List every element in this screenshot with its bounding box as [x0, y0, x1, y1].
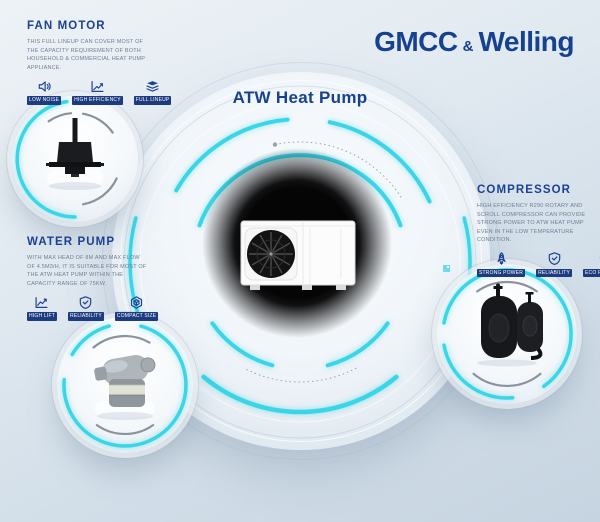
fan-motor-description: THIS FULL LINEUP CAN COVER MOST OF THE C… [27, 39, 146, 71]
water-pump-description: WITH MAX HEAD OF 8M AND MAX FLOW OF 4.5M… [27, 255, 147, 287]
brand-logo: GMCC&Welling [374, 26, 574, 58]
compact-cube-icon [130, 295, 144, 309]
shield-check-icon [547, 252, 561, 266]
shield-check-icon [79, 295, 93, 309]
feature-badge: STRONG POWER [477, 268, 526, 278]
speaker-icon [37, 79, 51, 93]
feature-badge: HIGH LIFT [27, 312, 57, 321]
feature-badge: COMPACT SIZE [114, 312, 159, 321]
brand-ampersand: & [462, 38, 474, 55]
compressor-section: COMPRESSOR HIGH EFFICIENCY R290 ROTARY A… [477, 184, 600, 278]
feature-full-lineup: FULL LINEUP [133, 79, 172, 105]
water-pump-section: WATER PUMP WITH MAX HEAD OF 8M AND MAX F… [27, 236, 159, 321]
feature-badge: ECO FRIENDLY [583, 268, 600, 278]
brand-gmcc: GMCC [374, 26, 458, 57]
hero-title: ATW Heat Pump [232, 88, 368, 107]
growth-chart-icon [35, 295, 49, 309]
feature-reliability: RELIABILITY [67, 295, 104, 321]
compressor-pod [437, 264, 577, 404]
feature-strong-power: STRONG POWER [477, 252, 526, 278]
water-pump-image [83, 343, 167, 428]
compressor-description: HIGH EFFICIENCY R290 ROTARY AND SCROLL C… [477, 203, 586, 244]
recycle-icon: ♻ [598, 252, 600, 266]
water-pump-pod [57, 317, 193, 453]
feature-badge: RELIABILITY [536, 268, 573, 278]
rocket-icon [494, 252, 508, 266]
brand-welling: Welling [478, 26, 574, 57]
feature-low-noise: LOW NOISE [27, 79, 62, 105]
feature-badge: FULL LINEUP [133, 96, 172, 105]
efficiency-curve-icon [90, 79, 104, 93]
compressor-title: COMPRESSOR [477, 184, 572, 196]
fan-motor-features: LOW NOISE HIGH EFFICIENCY FULL LINEUP [27, 79, 172, 105]
fan-motor-pod [12, 96, 138, 222]
feature-eco-friendly: ♻ ECO FRIENDLY [583, 252, 600, 278]
feature-compact-size: COMPACT SIZE [114, 295, 159, 321]
feature-badge: LOW NOISE [27, 96, 62, 105]
heat-pump-image [240, 218, 356, 299]
fan-motor-image [35, 110, 115, 205]
fan-motor-section: FAN MOTOR THIS FULL LINEUP CAN COVER MOS… [27, 20, 172, 105]
feature-badge: RELIABILITY [67, 312, 104, 321]
feature-high-efficiency: HIGH EFFICIENCY [72, 79, 123, 105]
feature-reliability: RELIABILITY [536, 252, 573, 278]
fan-motor-title: FAN MOTOR [27, 20, 106, 32]
water-pump-features: HIGH LIFT RELIABILITY COMPACT SIZE [27, 295, 159, 321]
compressor-image [459, 282, 555, 373]
feature-high-lift: HIGH LIFT [27, 295, 57, 321]
feature-badge: HIGH EFFICIENCY [72, 96, 123, 105]
layers-icon [146, 79, 160, 93]
water-pump-title: WATER PUMP [27, 236, 116, 248]
compressor-features: STRONG POWER RELIABILITY ♻ ECO FRIENDLY [477, 252, 600, 278]
